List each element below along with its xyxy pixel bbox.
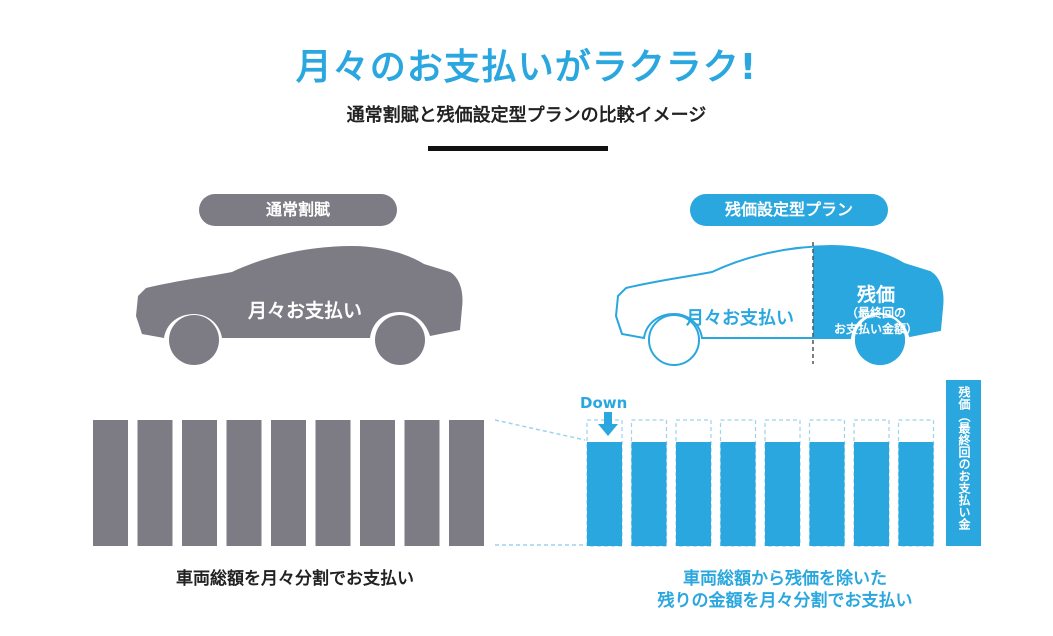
standard-bar bbox=[93, 420, 128, 546]
standard-bar bbox=[271, 420, 306, 546]
standard-bar bbox=[226, 420, 262, 546]
payment-bars bbox=[93, 380, 981, 547]
residual-title: 残価 bbox=[856, 284, 895, 306]
residual-bar bbox=[720, 442, 756, 546]
residual-bar bbox=[676, 442, 711, 546]
standard-bar bbox=[449, 420, 484, 546]
standard-bar bbox=[360, 420, 395, 546]
down-label: Down bbox=[580, 394, 628, 412]
connector-top-line bbox=[494, 419, 586, 441]
subtitle: 通常割賦と残価設定型プランの比較イメージ bbox=[346, 105, 707, 126]
residual-car-icon bbox=[614, 242, 944, 366]
residual-sub-line1: （最終回の bbox=[845, 306, 906, 320]
residual-car-monthly-label: 月々お支払い bbox=[686, 308, 794, 329]
residual-bar bbox=[809, 442, 845, 546]
standard-car-label: 月々お支払い bbox=[247, 300, 362, 322]
residual-sub-line2: お支払い金額） bbox=[833, 322, 918, 336]
residual-bar bbox=[898, 442, 934, 546]
standard-bars-group bbox=[93, 420, 484, 546]
residual-vertical-label: 残価（最終回のお支払い金額） bbox=[923, 386, 971, 530]
residual-bar bbox=[854, 442, 889, 546]
residual-caption-line2: 残りの金額を月々分割でお支払い bbox=[657, 591, 913, 611]
residual-bar bbox=[765, 442, 800, 546]
residual-bars-group bbox=[586, 419, 935, 547]
residual-bar bbox=[631, 442, 667, 546]
standard-caption: 車両総額を月々分割でお支払い bbox=[176, 569, 414, 589]
title-underline bbox=[428, 146, 608, 151]
down-arrow-stem bbox=[604, 412, 612, 425]
standard-car-icon bbox=[136, 246, 463, 365]
standard-bar bbox=[137, 420, 173, 546]
badge-standard-installment: 通常割賦 bbox=[199, 194, 397, 226]
residual-vertical-bar bbox=[946, 380, 981, 546]
residual-caption-line1: 車両総額から残価を除いた bbox=[683, 569, 887, 589]
main-title: 月々のお支払いがラクラク! bbox=[295, 47, 758, 88]
standard-bar bbox=[182, 420, 217, 546]
residual-bar bbox=[587, 442, 622, 546]
badge-residual-plan: 残価設定型プラン bbox=[690, 194, 888, 226]
down-arrow-icon bbox=[598, 424, 618, 436]
standard-bar bbox=[315, 420, 351, 546]
standard-bar bbox=[404, 420, 440, 546]
